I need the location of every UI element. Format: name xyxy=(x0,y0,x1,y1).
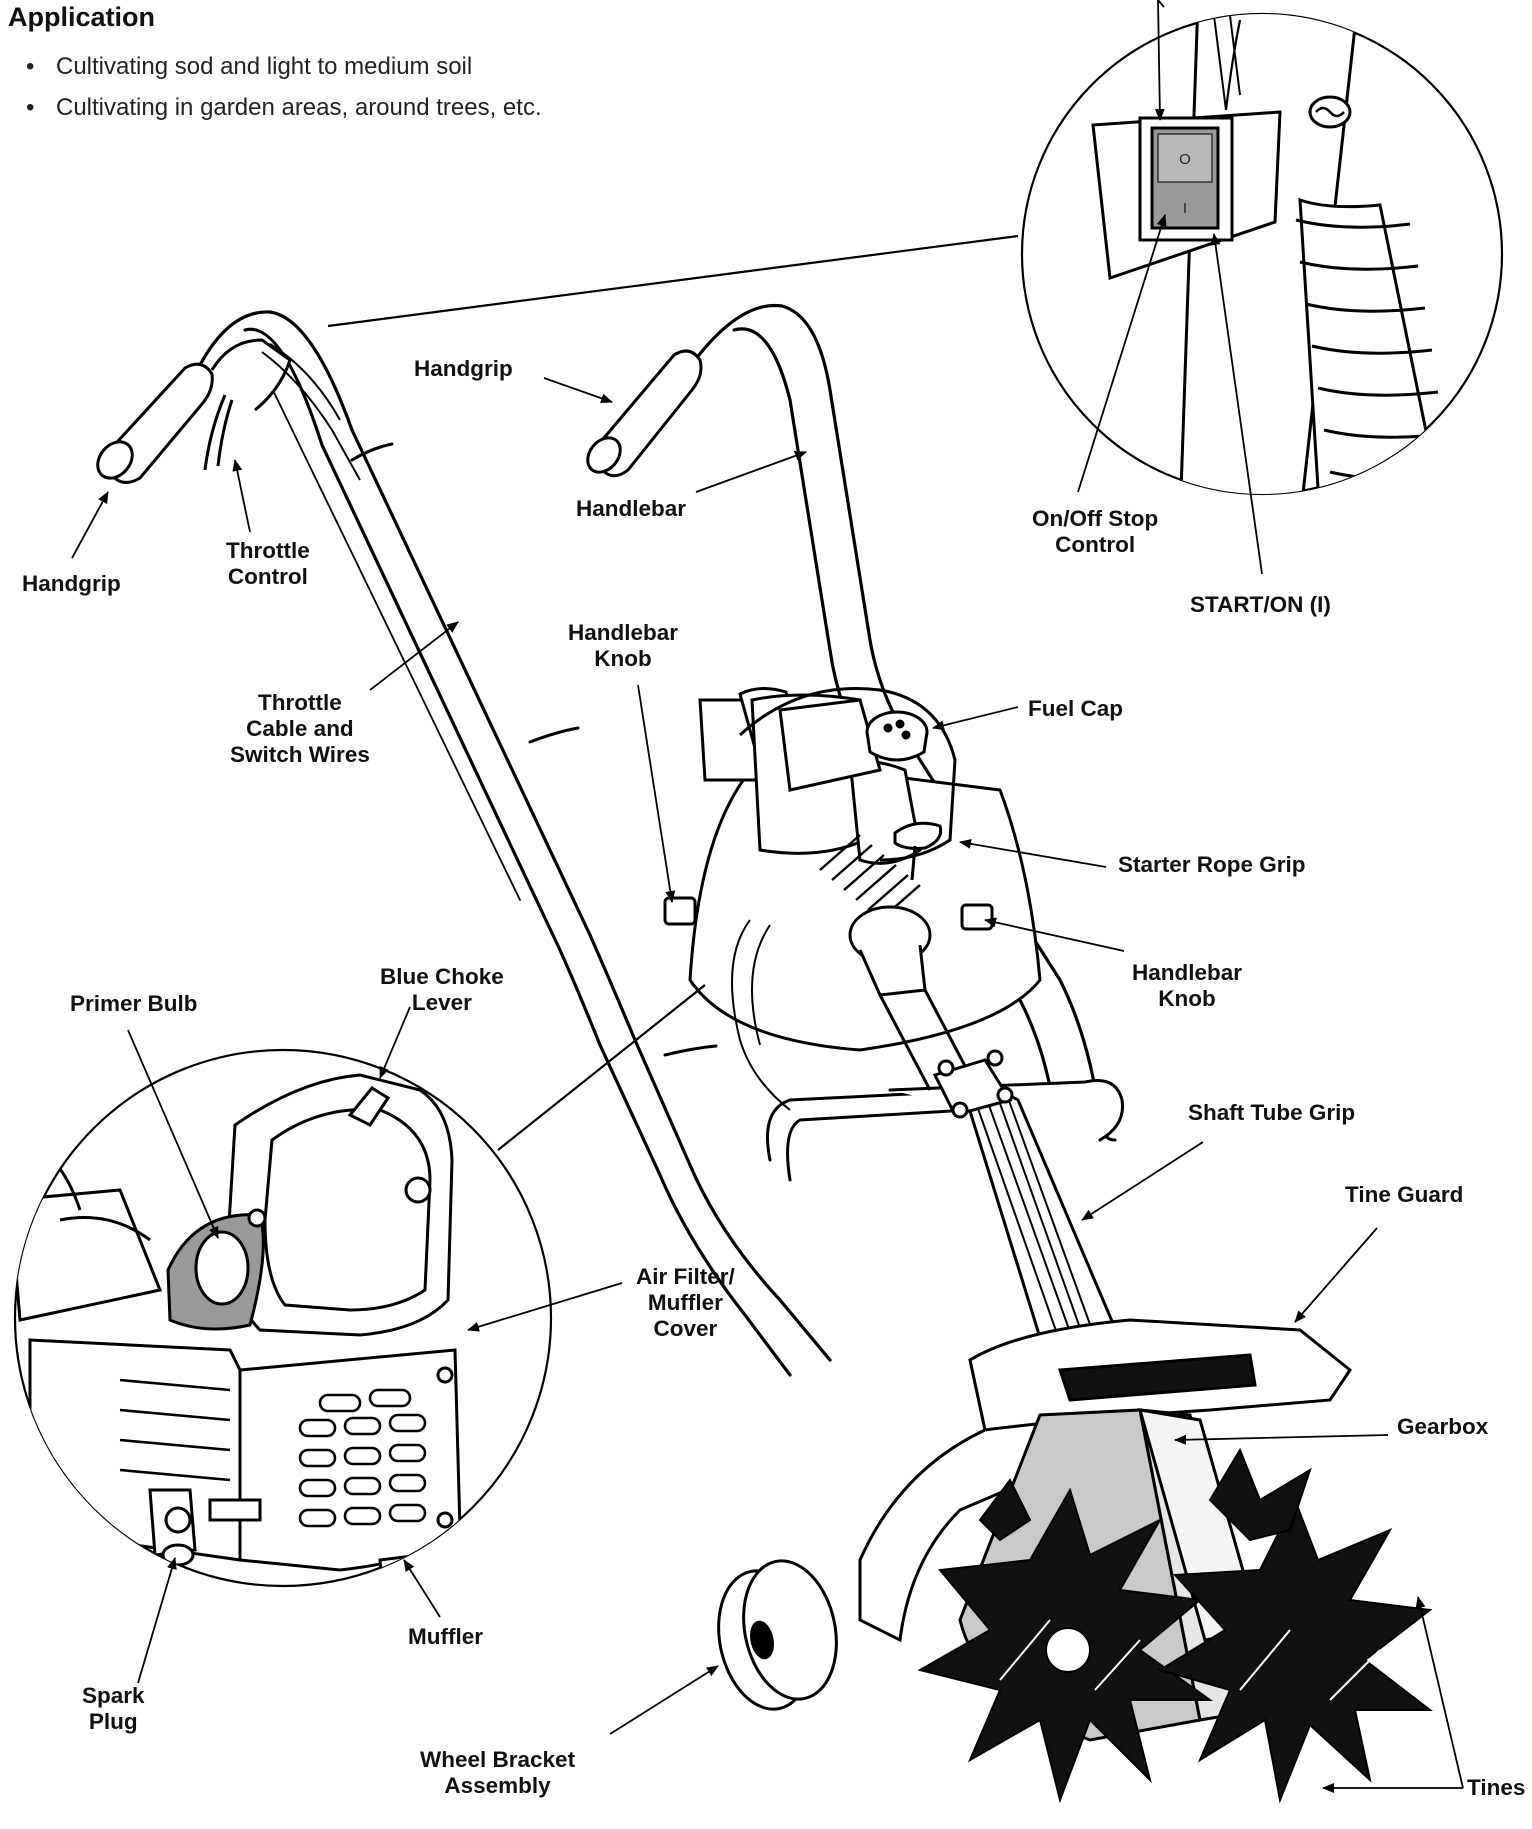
label-wheel-bracket-assembly: Wheel Bracket Assembly xyxy=(420,1747,576,1798)
engine-detail-view xyxy=(13,1048,553,1588)
label-tines: Tines xyxy=(1467,1775,1526,1800)
label-tine-guard: Tine Guard xyxy=(1345,1182,1464,1207)
switch-on-symbol: I xyxy=(1183,200,1187,217)
right-handgrip-drawing xyxy=(586,349,703,478)
label-primer-bulb: Primer Bulb xyxy=(70,991,198,1016)
switch-off-symbol: O xyxy=(1179,151,1191,168)
label-throttle-control: Throttle Control xyxy=(226,538,310,589)
section-heading: Application xyxy=(8,2,155,32)
left-handgrip-drawing xyxy=(96,338,361,484)
list-item: Cultivating sod and light to medium soil xyxy=(26,46,542,87)
leader-lines xyxy=(71,0,1464,1793)
tine-guard-drawing xyxy=(858,1318,1353,1643)
label-throttle-cable: Throttle Cable and Switch Wires xyxy=(230,690,370,767)
label-handgrip-right: Handgrip xyxy=(414,356,513,381)
label-spark-plug: Spark Plug xyxy=(82,1683,145,1734)
tines-drawing xyxy=(917,1447,1433,1804)
engine-drawing xyxy=(663,686,994,1111)
label-start-on: START/ON (I) xyxy=(1190,592,1331,617)
label-handlebar-knob-lower: Handlebar Knob xyxy=(1132,960,1243,1011)
label-handlebar: Handlebar xyxy=(576,496,687,521)
label-shaft-tube-grip: Shaft Tube Grip xyxy=(1188,1100,1356,1125)
switch-detail-view: O I xyxy=(1020,12,1504,496)
label-handgrip-left: Handgrip xyxy=(22,571,121,596)
label-handlebar-knob-upper: Handlebar Knob xyxy=(568,620,679,671)
shaft-tube-drawing xyxy=(932,1049,1122,1373)
application-list: Cultivating sod and light to medium soil… xyxy=(26,46,542,128)
label-gearbox: Gearbox xyxy=(1397,1414,1489,1439)
label-on-off-stop-control: On/Off Stop Control xyxy=(1032,506,1159,557)
label-fuel-cap: Fuel Cap xyxy=(1028,696,1124,721)
label-air-filter-muffler-cover: Air Filter/ Muffler Cover xyxy=(636,1264,735,1341)
label-blue-choke-lever: Blue Choke Lever xyxy=(380,964,504,1015)
list-item: Cultivating in garden areas, around tree… xyxy=(26,87,542,128)
detail-connector-lines xyxy=(327,234,1019,1151)
label-muffler: Muffler xyxy=(408,1624,483,1649)
wheel-drawing xyxy=(717,1559,838,1711)
label-starter-rope-grip: Starter Rope Grip xyxy=(1118,852,1306,877)
